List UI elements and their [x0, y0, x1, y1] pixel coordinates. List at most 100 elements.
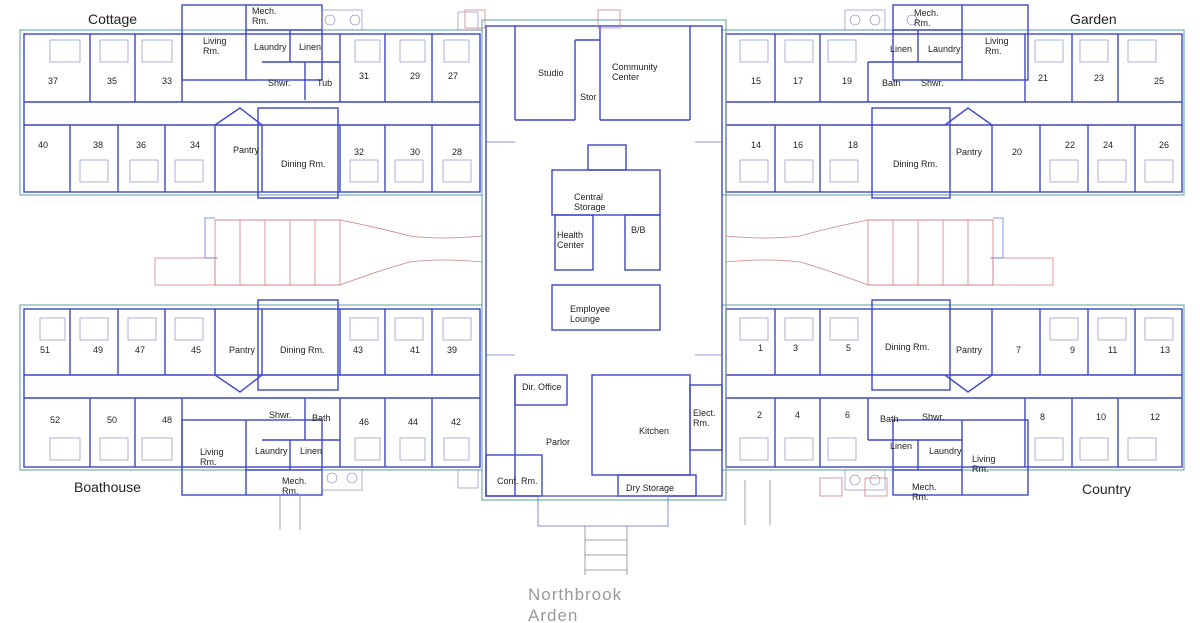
room-number: 33 — [162, 76, 172, 86]
room-label-dining: Dining Rm. — [885, 342, 930, 352]
room-number: 14 — [751, 140, 761, 150]
room-label-dry-storage: Dry Storage — [626, 483, 674, 493]
room-number: 6 — [845, 410, 850, 420]
room-number: 11 — [1108, 345, 1117, 355]
room-number: 2 — [757, 410, 762, 420]
facility-name-line2: Arden — [528, 606, 578, 623]
room-number: 28 — [452, 147, 462, 157]
room-number: 15 — [751, 76, 761, 86]
room-label-elect: Elect.Rm. — [693, 408, 716, 428]
room-label-laundry: Laundry — [929, 446, 962, 456]
room-label-linen: Linen — [300, 446, 322, 456]
room-label-bb: B/B — [631, 225, 646, 235]
garden-wing: 15 17 19 21 23 25 14 16 18 20 22 24 26 M… — [751, 8, 1169, 169]
room-number: 49 — [93, 345, 103, 355]
wing-label-boathouse: Boathouse — [74, 479, 141, 495]
room-number: 10 — [1096, 412, 1106, 422]
room-number: 25 — [1154, 76, 1164, 86]
room-number: 41 — [410, 345, 420, 355]
room-number: 43 — [353, 345, 363, 355]
room-label-dining: Dining Rm. — [280, 345, 325, 355]
facility-name-line1: Northbrook — [528, 585, 622, 604]
room-label-shower: Shwr. — [921, 78, 944, 88]
room-number: 12 — [1150, 412, 1160, 422]
room-number: 32 — [354, 147, 364, 157]
room-number: 40 — [38, 140, 48, 150]
room-label-pantry: Pantry — [229, 345, 256, 355]
wing-label-garden: Garden — [1070, 11, 1117, 27]
room-number: 26 — [1159, 140, 1169, 150]
room-label-mech: Mech.Rm. — [252, 6, 277, 26]
room-number: 18 — [848, 140, 858, 150]
room-number: 3 — [793, 343, 798, 353]
room-label-parlor: Parlor — [546, 437, 570, 447]
room-label-dir-office: Dir. Office — [522, 382, 561, 392]
room-number: 36 — [136, 140, 146, 150]
room-label-dining: Dining Rm. — [893, 159, 938, 169]
country-wing-walls — [721, 299, 1185, 496]
room-number: 13 — [1160, 345, 1170, 355]
room-number: 23 — [1094, 73, 1104, 83]
room-number: 50 — [107, 415, 117, 425]
room-number: 20 — [1012, 147, 1022, 157]
garden-wing-walls — [721, 4, 1185, 199]
room-number: 35 — [107, 76, 117, 86]
room-label-bath: Bath — [882, 78, 901, 88]
room-label-pantry: Pantry — [233, 145, 260, 155]
room-label-linen: Linen — [890, 44, 912, 54]
room-number: 1 — [758, 343, 763, 353]
room-label-tub: Tub — [317, 78, 332, 88]
room-label-shower: Shwr. — [269, 410, 292, 420]
room-number: 5 — [846, 343, 851, 353]
room-number: 21 — [1038, 73, 1048, 83]
room-label-mech: Mech.Rm. — [912, 482, 937, 502]
room-number: 27 — [448, 71, 458, 81]
room-label-shower: Shwr. — [922, 412, 945, 422]
room-number: 47 — [135, 345, 145, 355]
room-label-studio: Studio — [538, 68, 564, 78]
room-number: 51 — [40, 345, 50, 355]
cottage-wing-walls — [19, 4, 483, 199]
room-label-bath: Bath — [880, 414, 899, 424]
room-label-shower: Shwr. — [268, 78, 291, 88]
facility-name: Northbrook Arden — [528, 585, 622, 623]
country-wing: 1 3 5 7 9 11 13 2 4 6 8 10 12 Dining Rm.… — [757, 342, 1170, 502]
room-label-bath: Bath — [312, 413, 331, 423]
wing-label-cottage: Cottage — [88, 11, 137, 27]
room-number: 16 — [793, 140, 803, 150]
room-label-kitchen: Kitchen — [639, 426, 669, 436]
core-walls — [464, 9, 727, 575]
room-number: 44 — [408, 417, 418, 427]
room-label-linen: Linen — [299, 42, 321, 52]
room-number: 29 — [410, 71, 420, 81]
room-label-laundry: Laundry — [255, 446, 288, 456]
courtyard-walkways — [154, 217, 1054, 530]
room-number: 45 — [191, 345, 201, 355]
room-number: 8 — [1040, 412, 1045, 422]
room-number: 4 — [795, 410, 800, 420]
room-number: 46 — [359, 417, 369, 427]
room-number: 30 — [410, 147, 420, 157]
room-label-mech: Mech.Rm. — [282, 476, 307, 496]
room-number: 7 — [1016, 345, 1021, 355]
room-number: 19 — [842, 76, 852, 86]
room-label-conf: Conf. Rm. — [497, 476, 538, 486]
room-number: 34 — [190, 140, 200, 150]
room-label-pantry: Pantry — [956, 345, 983, 355]
room-number: 42 — [451, 417, 461, 427]
room-label-mech: Mech.Rm. — [914, 8, 939, 28]
room-number: 37 — [48, 76, 58, 86]
room-number: 52 — [50, 415, 60, 425]
boathouse-wing: 51 49 47 45 43 41 39 52 50 48 46 44 42 P… — [40, 345, 461, 496]
room-number: 17 — [793, 76, 803, 86]
room-number: 31 — [359, 71, 369, 81]
